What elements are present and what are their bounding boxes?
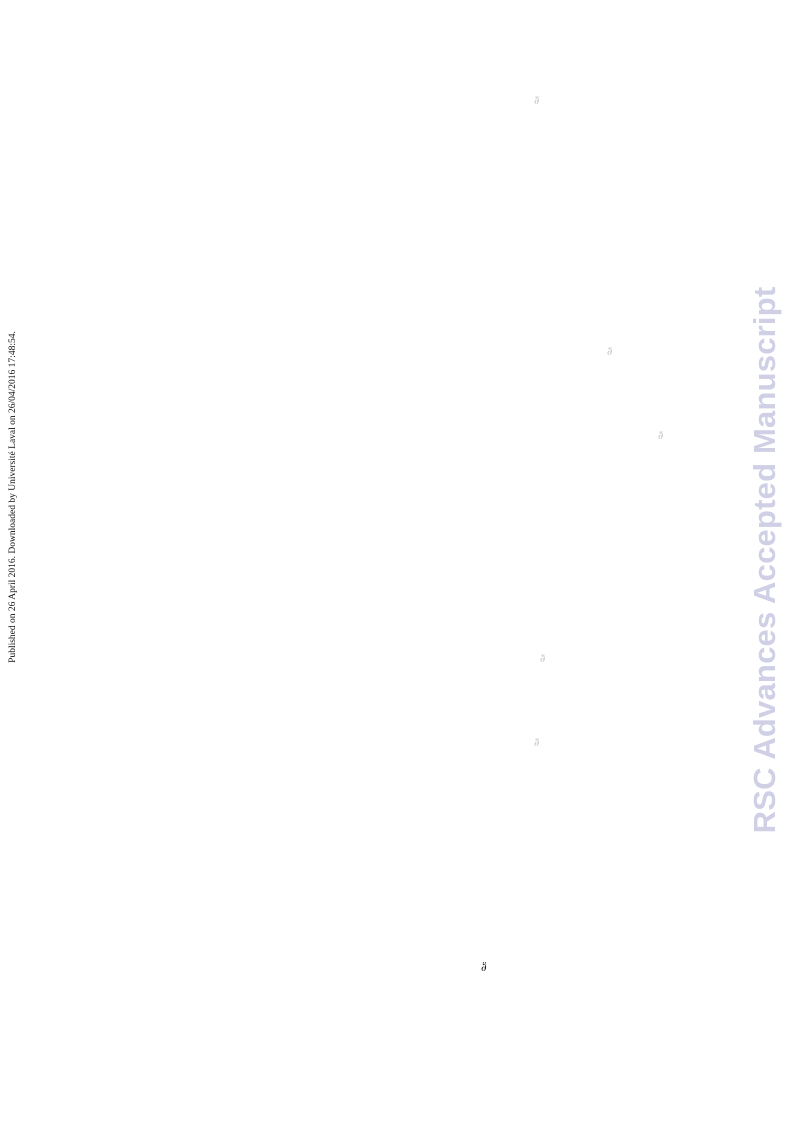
glyph-mark: ∂̈ xyxy=(540,654,546,665)
glyph-mark: ∂̈ xyxy=(658,431,664,442)
glyph-mark: ∂̈ xyxy=(607,347,613,358)
glyph-mark: ∂̈ xyxy=(534,738,540,749)
accepted-manuscript-watermark: RSC Advances Accepted Manuscript xyxy=(747,286,782,834)
glyph-mark: ∂̈ xyxy=(481,961,487,974)
publication-note: Published on 26 April 2016. Downloaded b… xyxy=(8,331,18,663)
glyph-mark: ∂̈ xyxy=(534,96,540,107)
